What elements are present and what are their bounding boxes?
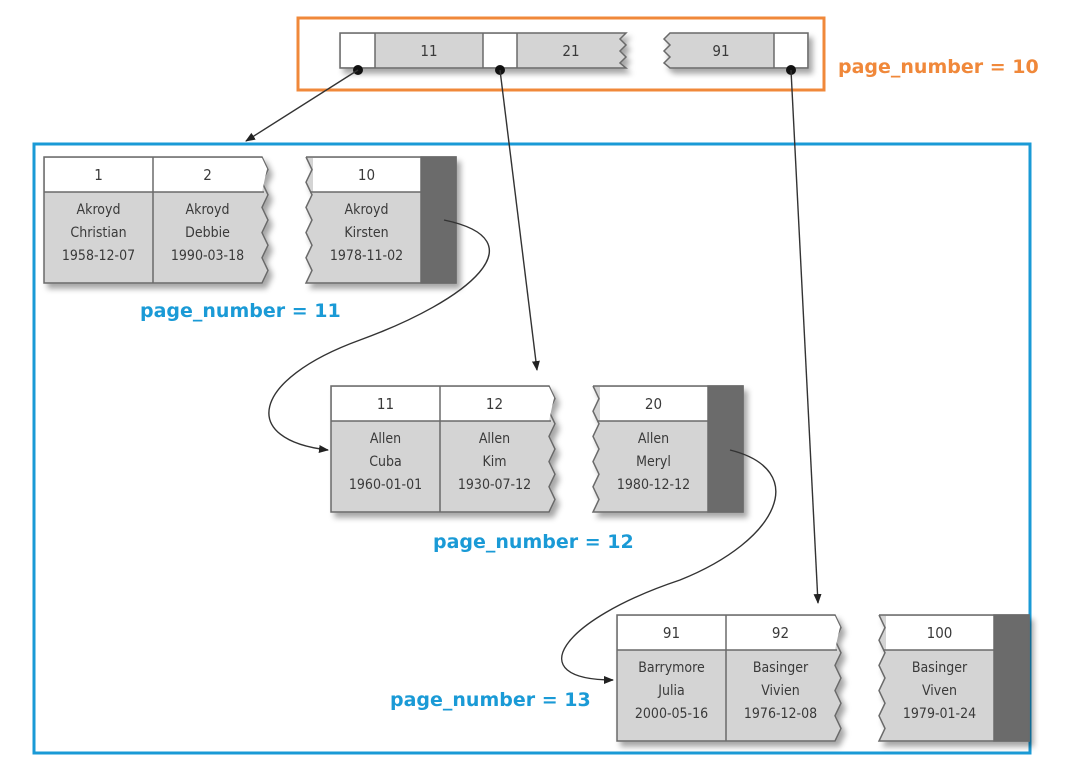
sibling-link-11-to-12 (268, 219, 491, 453)
pointer-arrow-to-page-11 (245, 69, 359, 142)
leaf-next-pointer-bar (993, 614, 1030, 742)
root-key-3: 91 (712, 42, 729, 60)
root-pointer-cell-1 (341, 34, 375, 67)
record-value: 1980-12-12 (617, 477, 690, 493)
root-node-right-segment (662, 32, 809, 69)
record-key: 10 (358, 166, 375, 184)
leaf-right-header (600, 387, 708, 421)
root-pointer-cell-2 (483, 34, 517, 67)
record-value: 1990-03-18 (171, 248, 244, 264)
record-key: 100 (927, 624, 953, 642)
leaf-page-label: page_number = 11 (140, 300, 341, 322)
record-value: 2000-05-16 (635, 706, 708, 722)
record-value: 1958-12-07 (62, 248, 135, 264)
record-value: Barrymore (638, 660, 705, 676)
leaf-right-header (313, 158, 421, 192)
record-value: Akroyd (345, 202, 389, 218)
sibling-link-12-to-13 (561, 449, 777, 684)
record-key: 1 (94, 166, 103, 184)
record-value: Akroyd (77, 202, 121, 218)
record-value: 1976-12-08 (744, 706, 817, 722)
record-value: Allen (370, 431, 401, 447)
record-value: 1930-07-12 (458, 477, 531, 493)
pointer-arrow-to-page-12 (499, 69, 540, 371)
leaf-right-header (886, 616, 994, 650)
leaf-next-pointer-bar (707, 385, 744, 513)
record-key: 92 (772, 624, 789, 642)
root-key-1: 11 (420, 42, 437, 60)
record-key: 12 (486, 395, 503, 413)
record-value: Akroyd (186, 202, 230, 218)
record-value: Cuba (369, 454, 402, 470)
record-value: Kirsten (344, 225, 388, 241)
record-value: Basinger (753, 660, 809, 676)
record-value: Debbie (185, 225, 230, 241)
root-key-2: 21 (562, 42, 579, 60)
record-key: 11 (377, 395, 394, 413)
record-value: Viven (922, 683, 957, 699)
pointer-arrow-to-page-13 (790, 69, 822, 604)
record-key: 91 (663, 624, 680, 642)
record-value: 1978-11-02 (330, 248, 403, 264)
record-value: Allen (638, 431, 669, 447)
record-value: 1979-01-24 (903, 706, 976, 722)
record-key: 2 (203, 166, 212, 184)
record-value: Kim (482, 454, 506, 470)
record-value: Meryl (636, 454, 671, 470)
leaf-next-pointer-bar (420, 156, 457, 284)
root-pointer-cell-3 (774, 34, 807, 67)
leaf-left-header (332, 387, 554, 421)
leaf-page-label: page_number = 13 (390, 689, 591, 711)
leaf-page-label: page_number = 12 (433, 531, 634, 553)
record-value: Julia (657, 683, 684, 699)
leaf-left-header (45, 158, 267, 192)
record-value: 1960-01-01 (349, 477, 422, 493)
leaf-left-header (618, 616, 840, 650)
record-value: Basinger (912, 660, 968, 676)
record-key: 20 (645, 395, 662, 413)
leaf-pages-frame (32, 142, 1032, 755)
record-value: Allen (479, 431, 510, 447)
root-page-frame (296, 16, 826, 92)
record-value: Vivien (761, 683, 800, 699)
record-value: Christian (70, 225, 126, 241)
root-page-label: page_number = 10 (838, 56, 1039, 78)
